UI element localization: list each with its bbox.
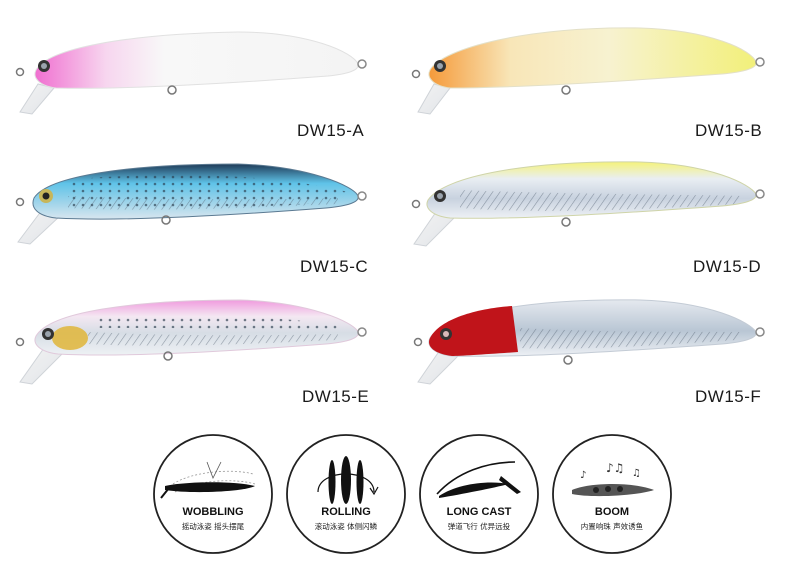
lure-image-e [8,282,378,392]
svg-text:♫: ♫ [632,468,641,479]
product-code-d: DW15-D [693,257,762,276]
lure-image-c [8,146,378,256]
lure-image-a [8,8,378,118]
wobbling-icon [153,434,273,554]
feature-title: ROLLING [321,506,371,518]
svg-text:♪: ♪ [580,470,586,481]
lure-image-f [400,282,770,392]
feature-title: WOBBLING [182,506,244,518]
feature-badge-rolling: ROLLING 滚动泳姿 体侧闪鳞 [284,432,408,556]
product-code-b: DW15-B [695,121,763,140]
long-cast-icon [419,434,539,554]
lure-image-b [400,8,770,118]
feature-subtitle: 滚动泳姿 体侧闪鳞 [314,522,378,531]
boom-icon: ♪♫ ♪ ♫ [552,434,672,554]
svg-text:♪♫: ♪♫ [606,461,624,475]
lure-image-d [400,146,770,256]
feature-subtitle: 弹道飞行 优异远投 [447,522,511,531]
product-code-f: DW15-F [695,387,762,406]
feature-badge-boom: ♪♫ ♪ ♫ BOOM 内置响珠 声效诱鱼 [550,432,674,556]
feature-title: LONG CAST [446,506,512,518]
feature-badge-wobbling: WOBBLING 摇动泳姿 摇头摆尾 [151,432,275,556]
feature-badge-long-cast: LONG CAST 弹道飞行 优异远投 [417,432,541,556]
product-code-e: DW15-E [302,387,370,406]
product-code-a: DW15-A [297,121,365,140]
feature-title: BOOM [594,506,630,518]
feature-subtitle: 内置响珠 声效诱鱼 [580,522,644,531]
feature-subtitle: 摇动泳姿 摇头摆尾 [181,522,245,531]
product-code-c: DW15-C [300,257,369,276]
rolling-icon [286,434,406,554]
